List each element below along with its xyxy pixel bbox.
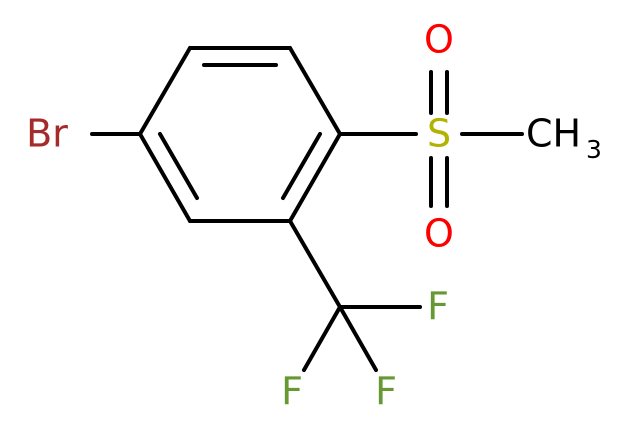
methyl-subscript: 3 — [586, 135, 602, 164]
benzene-ring — [138, 46, 342, 223]
substituent-bonds — [90, 70, 524, 372]
fluorine-left-label: F — [281, 370, 303, 414]
ring-bond-bottom-left — [138, 132, 192, 223]
sulfur-label: S — [427, 112, 451, 156]
ring-double-bond-left — [158, 132, 199, 200]
methyl-label: CH — [526, 112, 581, 156]
atom-labels: Br S O O F F F — [26, 18, 454, 414]
ring-bond-top-left — [138, 46, 192, 136]
oxygen-top-label: O — [424, 18, 454, 62]
fluorine-bottom-label: F — [375, 370, 397, 414]
bond-carbon-fluorine-bottom — [338, 305, 378, 372]
ring-double-bond-right — [281, 132, 322, 200]
bond-ring-cf3-carbon — [288, 219, 342, 309]
methyl-group: CH 3 — [526, 112, 602, 165]
bond-carbon-fluorine-left — [302, 305, 342, 372]
ring-bond-bottom-right — [288, 132, 342, 223]
ring-bond-top-right — [288, 46, 342, 136]
fluorine-right-label: F — [427, 285, 449, 329]
bromine-label: Br — [26, 112, 68, 156]
oxygen-bottom-label: O — [424, 212, 454, 256]
